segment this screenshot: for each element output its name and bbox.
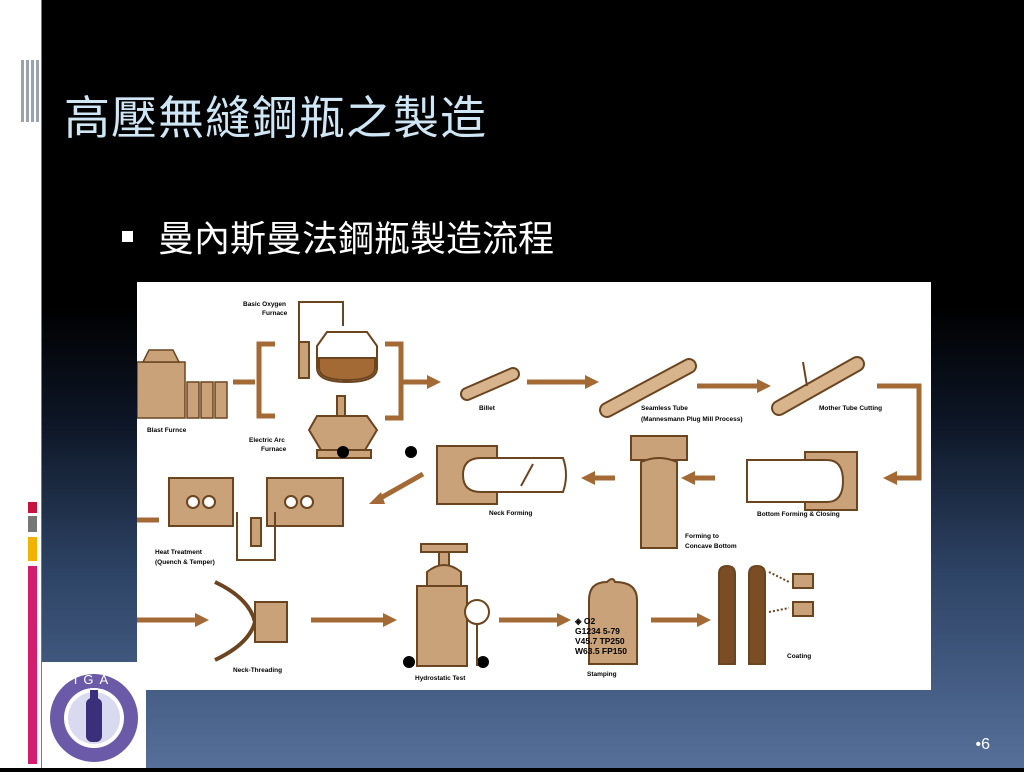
label-stamping: Stamping xyxy=(587,671,617,678)
process-diagram: ◈ O2 G1234 5-79 V45.7 TP250 W63.5 FP150 … xyxy=(137,282,931,690)
stamp-line: W63.5 FP150 xyxy=(575,646,627,656)
stamping-illustration: ◈ O2 G1234 5-79 V45.7 TP250 W63.5 FP150 xyxy=(574,578,638,665)
label-furnace: Furnace xyxy=(262,310,288,317)
cutter-blade xyxy=(802,361,808,387)
arrowhead xyxy=(883,471,897,485)
arrowhead xyxy=(427,375,441,389)
bullet-square-icon xyxy=(122,230,133,242)
arrowhead xyxy=(369,492,385,504)
label-basic-oxygen: Basic Oxygen xyxy=(243,301,286,308)
flow-bracket xyxy=(256,341,275,419)
hole-punch-mark xyxy=(477,656,489,668)
arrowhead xyxy=(557,613,571,627)
bottom-forming-illustration xyxy=(746,451,858,511)
decor-stripe xyxy=(36,60,39,122)
decor-mark-gray xyxy=(28,516,37,532)
label-heat-treatment: Heat Treatment xyxy=(155,549,203,556)
billet-illustration-fill xyxy=(462,369,518,399)
neck-forming-illustration xyxy=(436,445,567,505)
stamp-line: ◈ O2 xyxy=(574,616,596,626)
hole-punch-mark xyxy=(337,446,349,458)
label-bottom-forming: Bottom Forming & Closing xyxy=(757,511,840,518)
coating-illustration xyxy=(718,564,814,665)
label-electric-arc: Electric Arc xyxy=(249,437,285,444)
neck-threading-illustration xyxy=(214,580,288,662)
decor-mark-red xyxy=(28,502,37,513)
label-furnace: Furnace xyxy=(261,446,287,453)
label-quench-temper: (Quench & Temper) xyxy=(155,559,215,566)
mother-tube-illustration-fill xyxy=(773,358,863,414)
concave-bottom-forming-illustration xyxy=(630,435,688,549)
bullet-item: 曼內斯曼法鋼瓶製造流程 xyxy=(122,210,554,262)
label-concave-bottom: Concave Bottom xyxy=(685,543,737,550)
left-border-line xyxy=(41,0,42,768)
decor-stripe xyxy=(31,60,34,122)
flow-arrow xyxy=(375,471,425,503)
basic-oxygen-furnace-illustration xyxy=(298,301,378,384)
label-forming-to: Forming to xyxy=(685,533,719,540)
label-mother-tube: Mother Tube Cutting xyxy=(819,405,882,412)
decor-stripe xyxy=(21,60,24,122)
label-seamless-tube: Seamless Tube xyxy=(641,405,688,412)
label-mannesmann: (Mannesmann Plug Mill Process) xyxy=(641,416,743,423)
bullet-text: 曼內斯曼法鋼瓶製造流程 xyxy=(158,219,555,260)
arrowhead xyxy=(757,379,771,393)
label-hydrostatic: Hydrostatic Test xyxy=(415,675,466,682)
flow-bracket xyxy=(877,383,922,481)
label-billet: Billet xyxy=(479,405,496,412)
blast-furnace-illustration xyxy=(137,349,228,419)
arrowhead xyxy=(585,375,599,389)
label-blast-furnace: Blast Furnce xyxy=(147,427,187,434)
slide-title: 高壓無縫鋼瓶之製造 xyxy=(64,91,487,145)
label-neck-threading: Neck-Threading xyxy=(233,667,282,674)
decor-mark-yellow xyxy=(28,537,37,561)
arrowhead xyxy=(581,471,595,485)
arrowhead xyxy=(195,613,209,627)
logo-acronym: IGA xyxy=(74,672,114,687)
heat-treatment-illustration xyxy=(168,477,344,561)
label-neck-forming: Neck Forming xyxy=(489,510,532,517)
flow-bracket xyxy=(385,341,404,421)
seamless-tube-illustration-fill xyxy=(601,360,695,416)
page-number: •6 xyxy=(975,736,991,753)
stamp-line: G1234 5-79 xyxy=(575,626,620,636)
label-coating: Coating xyxy=(787,653,811,660)
decor-mark-pink xyxy=(28,566,37,764)
hydrostatic-test-illustration xyxy=(416,543,490,667)
decor-stripe xyxy=(26,60,29,122)
arrowhead xyxy=(697,613,711,627)
hole-punch-mark xyxy=(405,446,417,458)
arrowhead xyxy=(383,613,397,627)
stamp-line: V45.7 TP250 xyxy=(575,636,625,646)
iga-logo: IGA xyxy=(42,662,146,768)
hole-punch-mark xyxy=(403,656,415,668)
arrowhead xyxy=(681,471,695,485)
